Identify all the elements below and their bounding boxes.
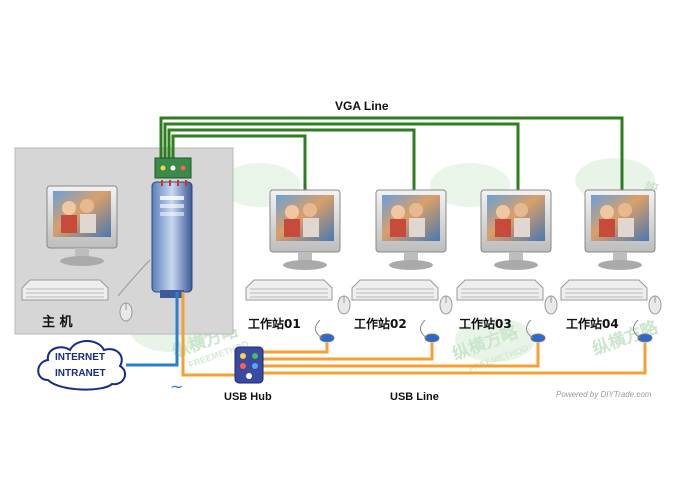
mouse-icon — [544, 295, 558, 315]
usb-hub-label: USB Hub — [224, 391, 272, 403]
cloud-icon — [37, 340, 127, 391]
footer-credit: Powered by DIYTrade.com — [556, 390, 652, 399]
mouse-icon — [439, 295, 453, 315]
workstation-label: 工作站04 — [566, 316, 619, 331]
workstation-label: 工作站03 — [459, 316, 512, 331]
vga-line-label: VGA Line — [335, 99, 389, 113]
usb-connector — [424, 333, 440, 343]
host-keyboard — [21, 279, 109, 301]
mouse-icon — [648, 295, 662, 315]
monitor-icon — [269, 189, 341, 271]
internet-cloud: INTERNET INTRANET — [37, 340, 127, 391]
host-tower — [151, 157, 193, 298]
workstation-label: 工作站02 — [354, 316, 407, 331]
usb-hub — [234, 346, 264, 384]
workstation-label: 工作站01 — [248, 316, 301, 331]
keyboard-icon — [456, 279, 544, 301]
monitor-icon — [480, 189, 552, 271]
usb-hub-icon — [234, 346, 264, 384]
keyboard-icon — [21, 279, 109, 301]
network-port-icon: ~ — [170, 377, 183, 396]
workstation-01: 工作站01 — [245, 189, 351, 343]
usb-connector — [319, 333, 335, 343]
host-label: 主 机 — [42, 314, 73, 330]
intranet-label: INTRANET — [55, 368, 106, 379]
usb-connector — [637, 333, 653, 343]
internet-label: INTERNET — [55, 352, 105, 363]
vga-lines — [159, 116, 624, 192]
host-mouse — [119, 302, 133, 322]
monitor-icon — [584, 189, 656, 271]
usb-connector — [530, 333, 546, 343]
keyboard-icon — [245, 279, 333, 301]
network-line — [126, 292, 179, 367]
workstation-02: 工作站02 — [351, 189, 453, 343]
monitor-icon — [375, 189, 447, 271]
usb-lines — [181, 292, 647, 377]
keyboard-icon — [560, 279, 648, 301]
mouse-icon — [337, 295, 351, 315]
pc-tower-icon — [151, 181, 193, 298]
workstation-04: 工作站04 — [560, 189, 662, 343]
keyboard-icon — [351, 279, 439, 301]
mouse-icon — [119, 302, 133, 322]
usb-line-label: USB Line — [390, 391, 439, 403]
workstation-03: 工作站03 — [456, 189, 558, 343]
